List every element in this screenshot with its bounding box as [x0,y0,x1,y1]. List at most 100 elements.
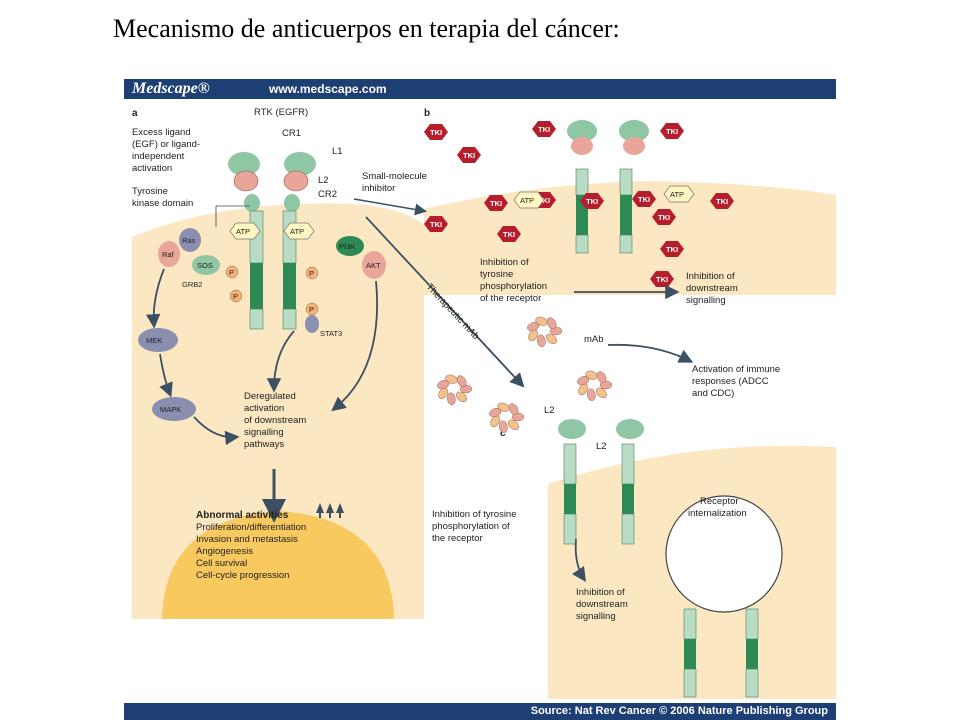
tki-molecule: TKI [580,193,604,209]
mab-cluster [577,370,613,401]
receptor-b-right [619,120,649,254]
sos-protein: SOS [192,255,220,275]
atp-b-1: ATP [513,191,545,209]
receptor-c-bottom-right [745,608,759,698]
receptor-c-right [616,419,644,545]
p-badge-4: P [305,302,319,316]
l2-label: L2 [318,175,329,186]
tyrosine-line-1: Tyrosine [132,186,168,197]
arrow-mapk-down [193,416,240,446]
receptor-c-bottom-left [683,608,697,698]
mab-cluster [527,316,563,347]
receptor-c-left [558,419,586,545]
panel-c-letter: c [500,428,506,439]
inhibition-phos-3: phosphorylation [480,281,547,292]
svg-text:TKI: TKI [656,275,668,284]
tki-molecule: TKI [710,193,734,209]
l2-c-2: L2 [596,441,607,452]
arrow-raf-mek [145,268,165,329]
tki-molecule: TKI [532,121,556,137]
deregulated-line-5: pathways [244,439,284,450]
svg-text:TKI: TKI [586,197,598,206]
tki-molecule: TKI [497,226,521,242]
arrow-stat3 [266,330,295,393]
cell-a [132,203,424,619]
svg-text:P: P [309,269,314,278]
svg-text:P: P [233,292,238,301]
excess-line-3: independent [132,151,185,162]
internalization-vesicle [665,495,783,613]
svg-text:TKI: TKI [658,213,670,222]
mapk-protein: MAPK [152,397,196,421]
deregulated-line-3: of downstream [244,415,306,426]
abnormal-4: Cell survival [196,558,247,569]
p-badge-1: P [225,265,239,279]
inhibition-phos-1: Inhibition of [480,257,529,268]
svg-text:TKI: TKI [430,128,442,137]
svg-text:MEK: MEK [146,336,162,345]
svg-text:TKI: TKI [463,151,475,160]
rtk-label: RTK (EGFR) [254,107,308,118]
inhibition-phos-2: tyrosine [480,269,513,280]
inhibition-tyr-1: Inhibition of tyrosine [432,509,517,520]
tki-molecule: TKI [424,124,448,140]
svg-text:TKI: TKI [638,195,650,204]
stat3-protein [305,315,319,333]
inhibition-down-c-1: Inhibition of [576,587,625,598]
inhibition-phos-4: of the receptor [480,293,541,304]
tyrosine-line-2: kinase domain [132,198,193,209]
p-badge-3: P [305,266,319,280]
pi3k-protein: PI3K [336,236,364,256]
mek-protein: MEK [138,328,178,352]
arrow-to-b [353,198,427,216]
immune-3: and CDC) [692,388,734,399]
inhibition-tyr-2: phosphorylation of [432,521,510,532]
source-credit: Source: Nat Rev Cancer © 2006 Nature Pub… [530,705,828,717]
svg-text:ATP: ATP [670,190,684,199]
inhibition-down-b-3: signalling [686,295,726,306]
deregulated-line-4: signalling [244,427,284,438]
stat3-label: STAT3 [320,329,342,338]
inhibition-down-b-1: Inhibition of [686,271,735,282]
svg-text:TKI: TKI [666,245,678,254]
atp-a-right: ATP [283,222,315,240]
cr2-label: CR2 [318,189,337,200]
svg-text:TKI: TKI [503,230,515,239]
small-molecule-2: inhibitor [362,183,395,194]
tki-molecule: TKI [424,216,448,232]
mab-label: mAb [584,334,604,345]
header-url: www.medscape.com [269,82,387,96]
figure-panel: Medscape® www.medscape.com a RTK (EGFR) … [124,79,836,720]
excess-line-2: (EGF) or ligand- [132,139,200,150]
inhibition-down-c-3: signalling [576,611,616,622]
svg-text:ATP: ATP [236,227,250,236]
akt-protein: AKT [362,251,386,279]
svg-text:Raf: Raf [162,250,175,259]
svg-text:MAPK: MAPK [160,405,181,414]
immune-2: responses (ADCC [692,376,769,387]
mab-cluster [489,402,525,433]
excess-line-4: activation [132,163,172,174]
ras-protein: Ras [179,228,201,252]
abnormal-3: Angiogenesis [196,546,253,557]
deregulated-line-2: activation [244,403,284,414]
footer-bar: Source: Nat Rev Cancer © 2006 Nature Pub… [124,703,836,720]
cr1-label: CR1 [282,128,301,139]
slide-title: Mecanismo de anticuerpos en terapia del … [113,14,620,43]
excess-line-1: Excess ligand [132,127,191,138]
deregulated-line-1: Deregulated [244,391,296,402]
panel-a-letter: a [132,108,138,119]
svg-text:TKI: TKI [716,197,728,206]
l2-c-1: L2 [544,405,555,416]
grb2-label: GRB2 [182,280,202,289]
svg-text:ATP: ATP [290,227,304,236]
header-bar: Medscape® www.medscape.com [124,79,836,99]
arrow-akt [331,280,378,412]
svg-text:TKI: TKI [666,127,678,136]
svg-text:PI3K: PI3K [339,242,355,251]
mechanism-diagram: a RTK (EGFR) CR1 L1 L2 CR2 Excess ligand… [132,107,836,699]
abnormal-2: Invasion and metastasis [196,534,298,545]
panel-b-letter: b [424,108,430,119]
tki-molecule: TKI [632,191,656,207]
tki-molecule: TKI [660,123,684,139]
